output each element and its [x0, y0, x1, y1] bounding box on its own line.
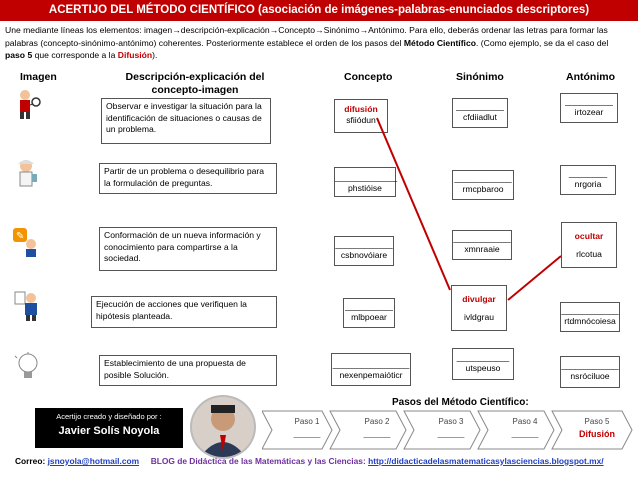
magnifier-person-icon [20, 90, 41, 119]
description-box: Ejecución de acciones que verifiquen la … [91, 296, 277, 328]
antonimo-box[interactable]: ____________nsróciluoe [560, 356, 620, 388]
concepto-box[interactable]: __________mlbpoear [343, 298, 395, 328]
antonimo-box[interactable]: ________nrgoria [560, 165, 616, 195]
concepto-box[interactable]: ________________nexenpemaióticr [331, 353, 411, 386]
thinking-person-icon [14, 291, 37, 321]
blog-link[interactable]: http://didacticadelasmatematicasylascien… [368, 456, 604, 466]
sinonimo-box[interactable]: ___________utspeuso [452, 348, 514, 380]
light-bulb-icon [14, 352, 38, 378]
author-banner: Acertijo creado y diseñado por : Javier … [35, 408, 183, 448]
header-antonimo: Antónimo [566, 71, 615, 83]
steps-title: Pasos del Método Científico: [392, 397, 529, 408]
sinonimo-box[interactable]: ____________xmnraaie [452, 230, 512, 260]
antonimo-box[interactable]: __________irtozear [560, 93, 618, 123]
footer: Correo: jsnoyola@hotmail.com BLOG de Did… [15, 456, 604, 466]
concepto-box[interactable]: _____________phstióise [334, 167, 397, 197]
sinonimo-box[interactable]: __________cfdiiadlut [452, 98, 508, 128]
header-concepto: Concepto [344, 71, 393, 83]
instructions: Une mediante líneas los elementos: image… [5, 25, 609, 60]
antonimo-box[interactable]: ____________rtdmnócoiesa [560, 302, 620, 332]
description-box: Establecimiento de una propuesta de posi… [99, 355, 277, 386]
step-3[interactable]: Paso 3______ [437, 417, 465, 438]
description-box: Observar e investigar la situación para … [101, 98, 271, 144]
concepto-box[interactable]: ____________csbnovóiare [334, 236, 394, 266]
connector-sinonimo-antonimo [507, 255, 562, 301]
steps-arrows [262, 410, 633, 450]
email-link[interactable]: jsnoyola@hotmail.com [47, 456, 140, 466]
speaker-icon: ✎ [13, 228, 36, 257]
sinonimo-box[interactable]: ____________rmcpbaroo [452, 170, 514, 200]
description-box: Partir de un problema o desequilibrio pa… [99, 163, 277, 194]
svg-text:✎: ✎ [16, 231, 24, 242]
header-imagen: Imagen [20, 71, 57, 83]
description-box: Conformación de un nueva información y c… [99, 227, 277, 271]
scientist-icon [18, 160, 37, 187]
page-title: ACERTIJO DEL MÉTODO CIENTÍFICO (asociaci… [0, 0, 638, 21]
step-1[interactable]: Paso 1______ [293, 417, 321, 438]
header-sinonimo: Sinónimo [456, 71, 504, 83]
step-2[interactable]: Paso 2______ [363, 417, 391, 438]
step-4[interactable]: Paso 4______ [511, 417, 539, 438]
author-photo [190, 395, 256, 459]
header-descripcion: Descripción-explicación del concepto-ima… [125, 71, 265, 96]
